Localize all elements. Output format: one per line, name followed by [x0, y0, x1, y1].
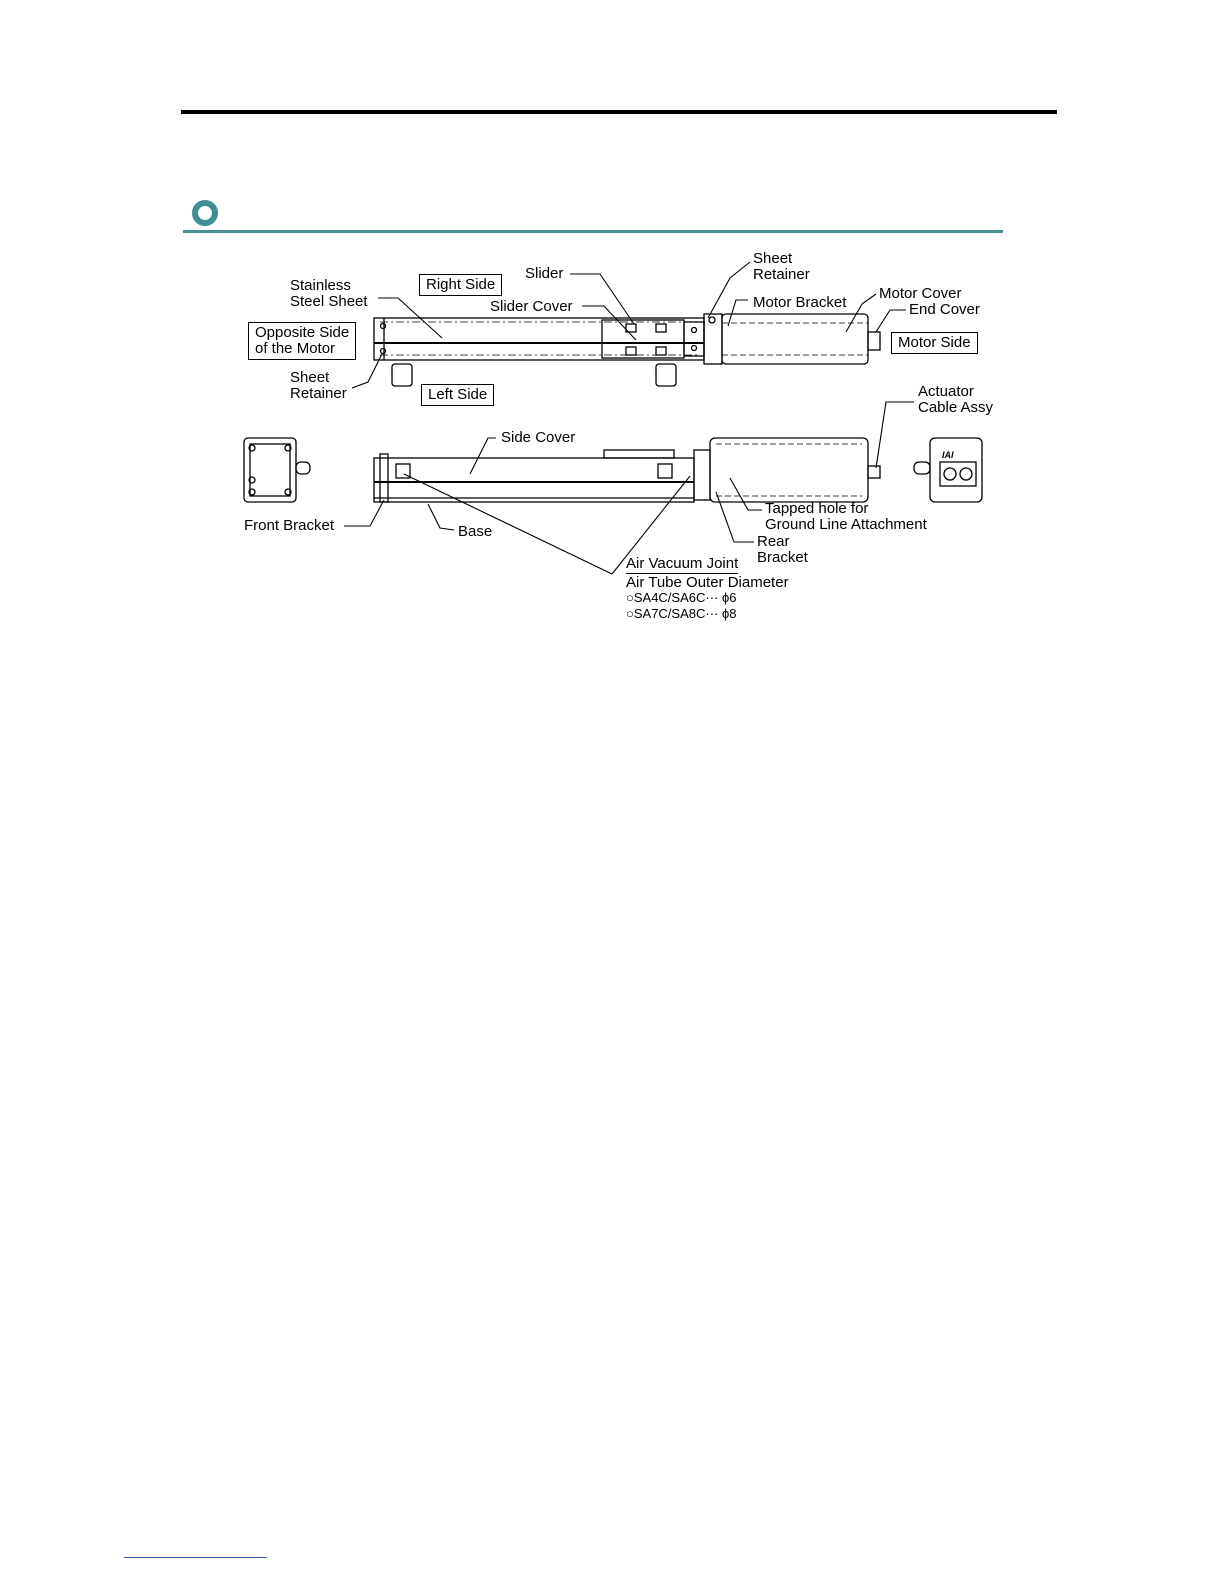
diameter-spec-1: ○SA4C/SA6C··· ϕ6 — [626, 590, 737, 605]
section-bullet-icon — [192, 200, 218, 226]
motor-end-view — [913, 437, 983, 503]
front-end-view — [243, 437, 311, 503]
section-rule — [183, 230, 1003, 233]
sheet-retainer-bottom-label: Sheet Retainer — [290, 369, 347, 402]
stainless-steel-sheet-label: Stainless Steel Sheet — [290, 277, 368, 310]
end-cap-logo: IAI — [942, 450, 954, 460]
tapped-hole-label: Tapped hole for Ground Line Attachment — [765, 500, 927, 533]
opposite-side-label: Opposite Side of the Motor — [248, 322, 357, 360]
actuator-cable-label: Actuator Cable Assy — [918, 383, 994, 416]
motor-bracket-label: Motor Bracket — [753, 294, 847, 311]
rear-bracket-label: Rear Bracket — [757, 533, 808, 566]
air-tube-diameter-label: Air Tube Outer Diameter — [626, 574, 789, 591]
air-vacuum-joint-label: Air Vacuum Joint — [626, 555, 739, 574]
header-rule — [181, 110, 1057, 114]
front-bracket-label: Front Bracket — [244, 517, 335, 534]
right-side-label: Right Side — [419, 274, 503, 296]
left-side-label: Left Side — [421, 384, 495, 406]
footer-rule — [124, 1557, 267, 1558]
slider-label: Slider — [525, 265, 564, 282]
sheet-retainer-top-label: Sheet Retainer — [753, 250, 810, 283]
base-label: Base — [458, 523, 493, 540]
actuator-diagram: IAI — [243, 261, 983, 575]
end-cover-label: End Cover — [909, 301, 980, 318]
side-cover-label: Side Cover — [501, 429, 576, 446]
diameter-spec-2: ○SA7C/SA8C··· ϕ8 — [626, 606, 737, 621]
leader-lines — [344, 261, 914, 575]
top-view — [373, 313, 881, 387]
motor-side-label: Motor Side — [891, 332, 978, 354]
slider-cover-label: Slider Cover — [490, 298, 573, 315]
motor-cover-label: Motor Cover — [879, 285, 962, 302]
side-view — [373, 437, 881, 503]
